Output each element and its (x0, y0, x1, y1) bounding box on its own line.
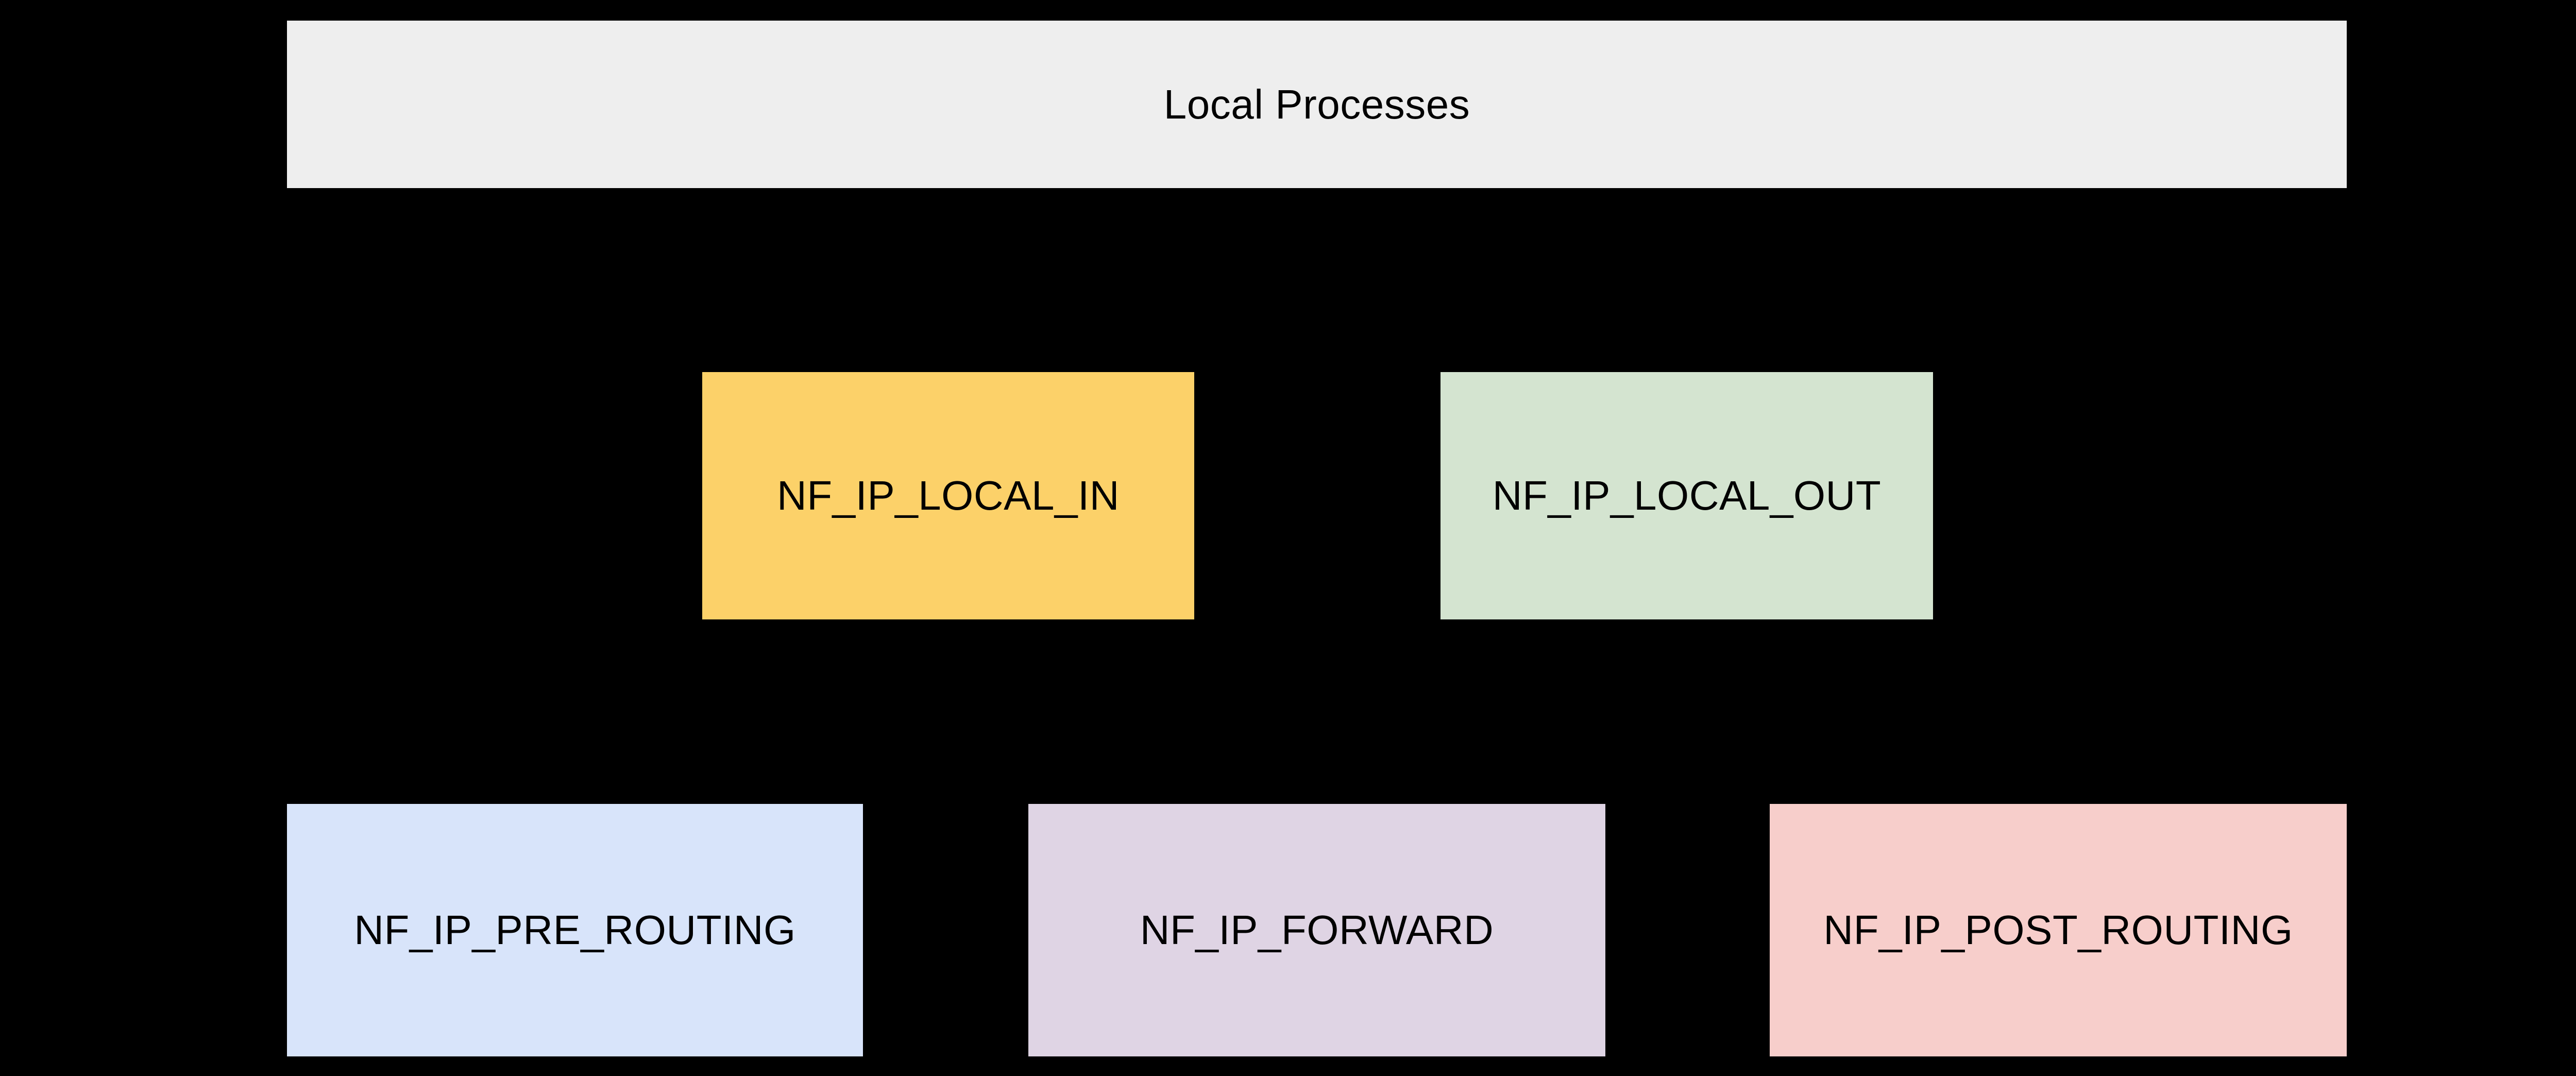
node-nf-ip-local-out: NF_IP_LOCAL_OUT (1440, 372, 1933, 619)
node-nf-ip-forward: NF_IP_FORWARD (1028, 804, 1605, 1056)
node-local-processes: Local Processes (287, 21, 2347, 188)
node-nf-ip-local-in-label: NF_IP_LOCAL_IN (776, 473, 1120, 518)
node-nf-ip-pre-routing-label: NF_IP_PRE_ROUTING (354, 907, 796, 953)
node-nf-ip-post-routing: NF_IP_POST_ROUTING (1770, 804, 2347, 1056)
node-local-processes-label: Local Processes (1163, 81, 1470, 127)
node-nf-ip-local-in: NF_IP_LOCAL_IN (702, 372, 1194, 619)
node-nf-ip-local-out-label: NF_IP_LOCAL_OUT (1492, 473, 1882, 518)
node-nf-ip-pre-routing: NF_IP_PRE_ROUTING (287, 804, 863, 1056)
node-nf-ip-forward-label: NF_IP_FORWARD (1140, 907, 1494, 953)
node-nf-ip-post-routing-label: NF_IP_POST_ROUTING (1823, 907, 2293, 953)
